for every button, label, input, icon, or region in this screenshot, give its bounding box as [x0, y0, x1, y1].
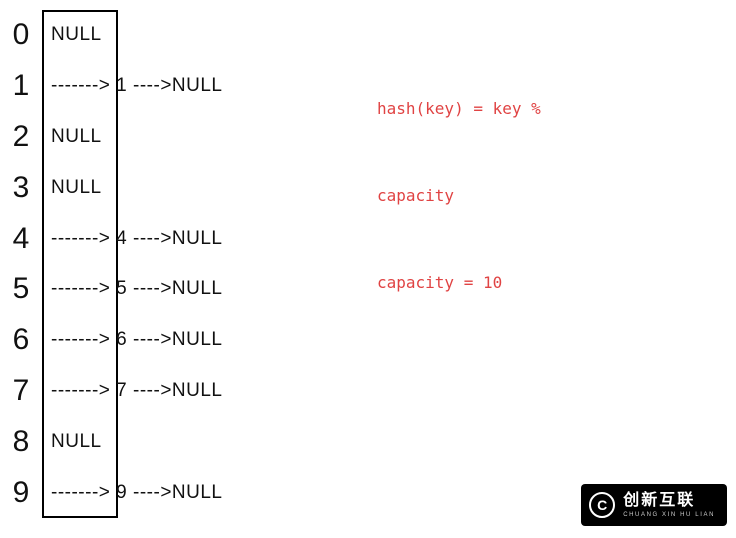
bucket-content: -------> 4 ---->NULL — [51, 227, 223, 249]
bucket-row: 3 NULL — [0, 162, 736, 213]
bucket-content: -------> 5 ---->NULL — [51, 278, 223, 300]
bucket-row: 6 -------> 6 ---->NULL — [0, 315, 736, 366]
bucket-index: 7 — [12, 373, 30, 407]
bucket-index: 6 — [12, 323, 30, 357]
bucket-index: 2 — [12, 119, 30, 153]
bucket-content: NULL — [51, 430, 102, 452]
bucket-content: -------> 7 ---->NULL — [51, 379, 223, 401]
bucket-index: 9 — [12, 475, 30, 509]
bucket-array-box — [42, 10, 118, 518]
bucket-content: NULL — [51, 125, 102, 147]
bucket-index: 8 — [12, 424, 30, 458]
bucket-row: 4 -------> 4 ---->NULL — [0, 213, 736, 264]
hash-formula-line: capacity = 10 — [377, 273, 503, 292]
bucket-content: -------> 6 ---->NULL — [51, 329, 223, 351]
watermark-text: 创新互联 CHUANG XIN HU LIAN — [623, 492, 715, 518]
bucket-row: 5 -------> 5 ---->NULL — [0, 264, 736, 315]
bucket-rows: 0 NULL 1 -------> 1 ---->NULL 2 NULL 3 N… — [0, 10, 736, 518]
bucket-row: 9 -------> 9 ---->NULL — [0, 467, 736, 518]
bucket-row: 2 NULL — [0, 112, 736, 163]
bucket-row: 7 -------> 7 ---->NULL — [0, 366, 736, 417]
hash-formula: hash(key) = key % capacity capacity = 10 — [377, 36, 541, 355]
bucket-index: 3 — [12, 170, 30, 204]
bucket-index: 1 — [12, 69, 30, 103]
brand-logo-icon: C — [589, 492, 616, 518]
hash-formula-line: hash(key) = key % — [377, 99, 541, 118]
bucket-index: 5 — [12, 272, 30, 306]
watermark-badge: C 创新互联 CHUANG XIN HU LIAN — [581, 484, 727, 526]
bucket-row: 1 -------> 1 ---->NULL — [0, 61, 736, 112]
bucket-content: -------> 1 ---->NULL — [51, 75, 223, 97]
bucket-content: -------> 9 ---->NULL — [51, 481, 223, 503]
hash-formula-line: capacity — [377, 186, 455, 205]
watermark-subtext: CHUANG XIN HU LIAN — [623, 511, 715, 518]
watermark-brand: 创新互联 — [623, 491, 696, 509]
bucket-content: NULL — [51, 176, 102, 198]
bucket-index: 4 — [12, 221, 30, 255]
bucket-row: 0 NULL — [0, 10, 736, 61]
bucket-row: 8 NULL — [0, 416, 736, 467]
bucket-content: NULL — [51, 24, 102, 46]
bucket-index: 0 — [12, 18, 30, 52]
